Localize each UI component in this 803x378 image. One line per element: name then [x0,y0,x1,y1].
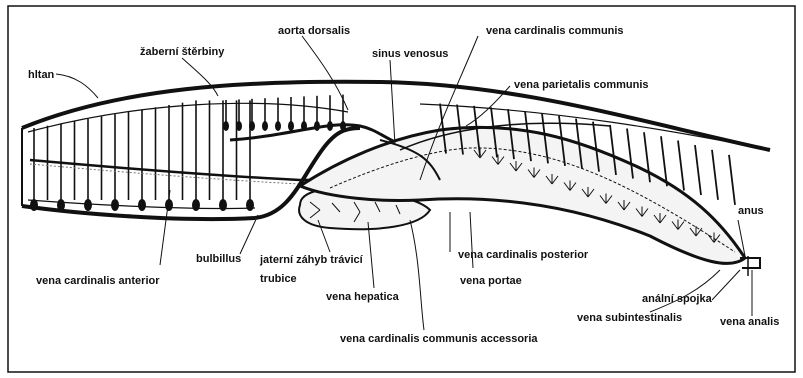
myotome-bar [678,141,684,191]
bulbilli [30,121,346,211]
label-jaterni-zahyb-line2: trubice [260,273,297,285]
label-anus: anus [738,205,764,217]
bulbillus-knob [30,199,38,211]
bulbillus-knob [249,121,255,131]
label-analni-spojka: anální spojka [642,293,713,305]
bulbillus-knob [219,199,227,211]
bulbillus-knob [57,199,65,211]
vessel-stipple [30,164,300,184]
bulbillus-knob [288,121,294,131]
label-vena-portae: vena portae [460,275,522,287]
bulbillus-knob [223,121,229,131]
label-zaberni-sterbiny: žaberní štěrbiny [140,46,225,58]
label-vena-cardinalis-communis: vena cardinalis communis [486,25,624,37]
aorta-dorsalis-vessel [230,125,410,146]
label-vena-hepatica: vena hepatica [326,291,400,303]
myotome-bar [729,155,735,205]
bulbillus-knob [138,199,146,211]
bulbillus-knob [192,199,200,211]
label-jaterni-zahyb-line1: jaterní záhyb trávicí [259,254,364,266]
label-hltan: hltan [28,69,55,81]
bulbillus-knob [262,121,268,131]
bulbillus-knob [111,199,119,211]
bulbillus-knob [275,121,281,131]
bulbillus-knob [236,121,242,131]
myotome-bar [695,145,701,195]
label-vena-cardinalis-anterior: vena cardinalis anterior [36,275,160,287]
label-aorta-dorsalis: aorta dorsalis [278,25,350,37]
label-vena-subintestinalis: vena subintestinalis [577,312,682,324]
label-vena-analis: vena analis [720,316,779,328]
label-sinus-venosus: sinus venosus [372,48,448,60]
bulbillus-knob [246,199,254,211]
myotome-bar [712,150,718,200]
label-bulbillus: bulbillus [196,253,241,265]
label-vena-cardinalis-communis-accessoria: vena cardinalis communis accessoria [340,333,538,345]
bulbillus-knob [84,199,92,211]
label-vena-parietalis-communis: vena parietalis communis [514,79,649,91]
pharynx [28,103,348,208]
label-vena-cardinalis-posterior: vena cardinalis posterior [458,249,589,261]
